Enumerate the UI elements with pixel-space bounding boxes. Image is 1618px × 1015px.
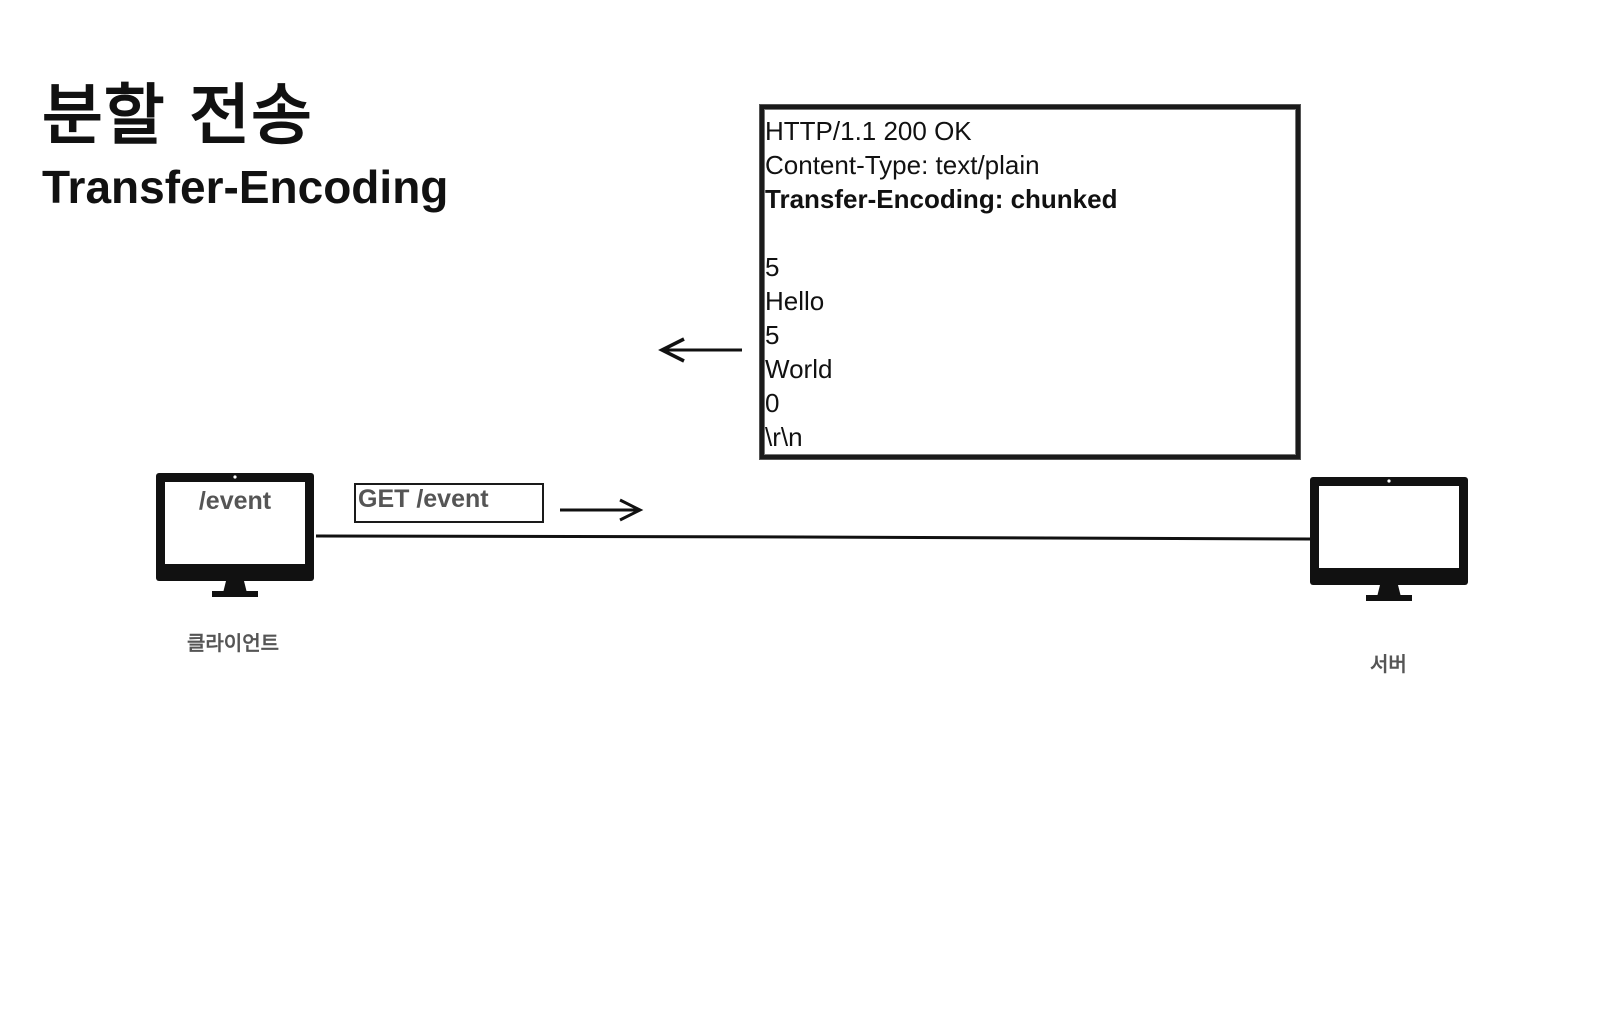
response-header-content-type: Content-Type: text/plain	[765, 150, 1040, 180]
server-monitor-icon	[1310, 477, 1468, 601]
request-text: GET /event	[358, 485, 489, 513]
page-title: 분할 전송	[42, 77, 313, 154]
response-status-line: HTTP/1.1 200 OK	[765, 116, 972, 146]
connection-line	[315, 534, 1311, 541]
request-arrow-icon	[560, 498, 644, 522]
client-screen-text: /event	[198, 487, 272, 515]
response-chunk-data-2: World	[765, 354, 833, 384]
response-header-transfer-encoding: Transfer-Encoding: chunked	[765, 184, 1118, 214]
client-monitor-icon	[156, 473, 314, 597]
response-message-box	[760, 105, 1300, 459]
response-chunk-terminator: \r\n	[765, 422, 803, 452]
client-label: 클라이언트	[187, 631, 279, 655]
server-label: 서버	[1370, 652, 1407, 676]
page-subtitle: Transfer-Encoding	[42, 161, 449, 213]
response-chunk-data-1: Hello	[765, 286, 825, 316]
response-arrow-icon	[658, 337, 742, 363]
response-chunk-size-last: 0	[765, 388, 780, 418]
response-chunk-size-2: 5	[765, 320, 780, 350]
request-box	[354, 483, 544, 523]
response-chunk-size-1: 5	[765, 252, 780, 282]
